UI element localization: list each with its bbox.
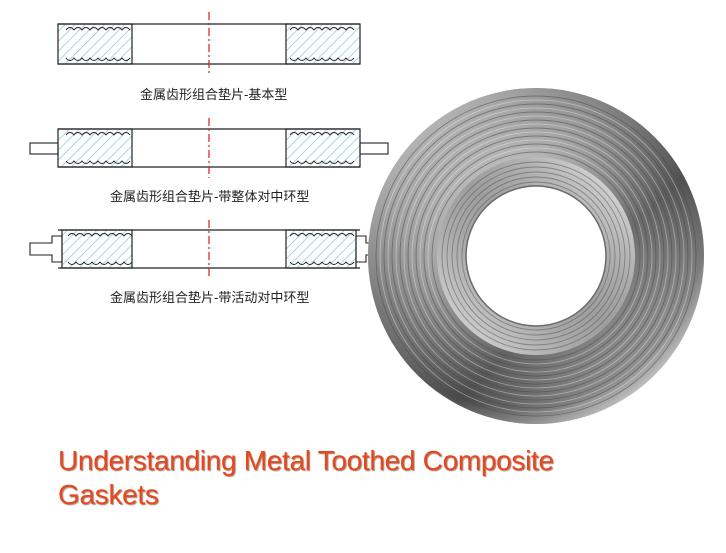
caption-integral-ring-type: 金属齿形组合垫片-带整体对中环型 — [110, 190, 310, 205]
diagram-basic — [57, 12, 361, 76]
caption-basic-type: 金属齿形组合垫片-基本型 — [140, 88, 288, 103]
diagram-loose-ring — [29, 220, 389, 278]
caption-loose-ring-type: 金属齿形组合垫片-带活动对中环型 — [110, 291, 310, 306]
slide-title: Understanding Metal Toothed Composite Ga… — [58, 445, 554, 510]
gasket-photo — [368, 88, 704, 424]
diagram-integral-ring — [29, 118, 389, 178]
